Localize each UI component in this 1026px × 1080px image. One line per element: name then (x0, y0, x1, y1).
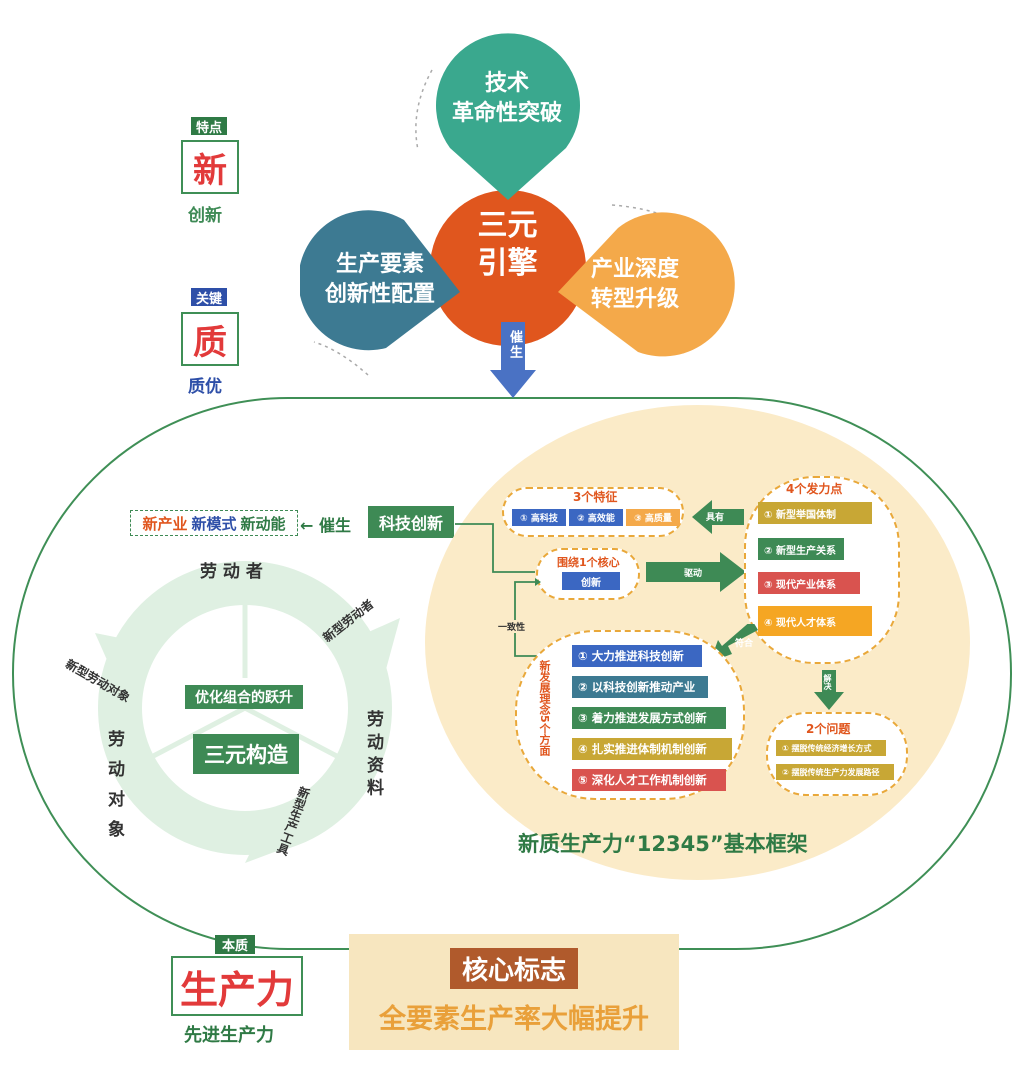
feature-gaokeji: ① 高科技 (512, 509, 566, 526)
engine-right-petal: 产业深度 转型升级 (565, 250, 705, 320)
output-xindongneng: 新动能 (240, 514, 286, 533)
benzhi-tag: 本质 (215, 935, 255, 954)
aspect-1: ① 大力推进科技创新 (572, 645, 702, 667)
engine-right-line2: 转型升级 (590, 287, 679, 312)
aspect-3: ③ 着力推进发展方式创新 (572, 707, 726, 729)
xianjin-shengchanli-label: 先进生产力 (184, 1025, 274, 1046)
yizhixing-label: 一致性 (498, 620, 526, 633)
engine-top-line2: 革命性突破 (451, 101, 562, 126)
point-rencai-tixi: ④ 现代人才体系 (758, 606, 872, 636)
youhua-zuhe-box: 优化组合的跃升 (185, 685, 303, 709)
qudong-label: 驱动 (684, 569, 703, 579)
five-aspects-side-label: 新发展理念5个方面 (538, 660, 551, 756)
guanjian-tag: 关键 (191, 288, 227, 307)
engine-left-petal: 生产要素 创新性配置 (310, 245, 450, 315)
sanyuan-gouzao-box: 三元构造 (193, 734, 299, 774)
jiejue-label: 解决 (823, 674, 832, 690)
labor-cycle-graphic (95, 561, 400, 863)
engine-center-line2: 引擎 (477, 246, 538, 281)
zhiyou-label: 质优 (188, 377, 222, 397)
laodong-ziliao-label: 劳 动 资 料 (363, 710, 383, 796)
engine-graphic (300, 33, 735, 376)
engine-center: 三元 引擎 (450, 205, 565, 285)
engine-left-line2: 创新性配置 (324, 282, 435, 307)
point-chanye-tixi: ③ 现代产业体系 (758, 572, 860, 594)
core-mark-panel: 核心标志 全要素生产率大幅提升 (349, 934, 679, 1050)
jiejue-arrow (814, 670, 844, 710)
cuisheng-down-arrow (490, 322, 536, 398)
aspect-5: ⑤ 深化人才工作机制创新 (572, 769, 726, 791)
engine-center-line1: 三元 (477, 208, 538, 243)
laodong-duixiang-text: 劳 动 对 象 (108, 730, 125, 840)
point-juguo-tizhi: ① 新型举国体制 (758, 502, 872, 524)
engine-top-petal: 技术 革命性突破 (432, 64, 582, 134)
chuangxin-label: 创新 (188, 206, 222, 226)
feature-gaoxiaoneng: ② 高效能 (569, 509, 623, 526)
core-chuangxin: 创新 (562, 572, 620, 590)
cuisheng-arrow-label: 催生 (507, 330, 522, 360)
three-features-title: 3个特征 (573, 490, 618, 504)
shengchanli-char: 生产力 (171, 956, 303, 1016)
juyou-label: 具有 (706, 513, 725, 523)
laodong-duixiang-label: 劳 动 对 象 (108, 725, 188, 845)
juyou-arrow (692, 500, 744, 534)
engine-top-line1: 技术 (484, 71, 529, 96)
core-title: 围绕1个核心 (557, 556, 620, 569)
cuisheng-label: ← 催生 (300, 516, 351, 535)
engine-right-line1: 产业深度 (590, 257, 679, 282)
aspect-4: ④ 扎实推进体制机制创新 (572, 738, 732, 760)
problem-1: ① 摆脱传统经济增长方式 (776, 740, 886, 756)
problem-2: ② 摆脱传统生产力发展路径 (776, 764, 894, 780)
fuhe-label: 符合 (735, 639, 754, 649)
outputs-box: 新产业 新模式 新动能 (130, 510, 298, 536)
engine-left-line1: 生产要素 (335, 252, 424, 277)
qudong-arrow (646, 552, 746, 592)
two-problems-title: 2个问题 (806, 722, 851, 736)
four-points-title: 4个发力点 (786, 482, 843, 496)
point-shengchan-guanxi: ② 新型生产关系 (758, 538, 844, 560)
laodongzhe-label: 劳 动 者 (200, 562, 263, 582)
tedian-tag: 特点 (191, 117, 227, 136)
xin-char: 新 (181, 140, 239, 194)
kejichuangxin-box: 科技创新 (368, 506, 454, 538)
aspect-2: ② 以科技创新推动产业 (572, 676, 708, 698)
zhi-char: 质 (181, 312, 239, 366)
core-mark-title: 核心标志 (449, 948, 578, 989)
core-mark-subtitle: 全要素生产率大幅提升 (379, 1004, 649, 1035)
output-xinmoshi: 新模式 (191, 514, 237, 533)
output-xinchanye: 新产业 (142, 514, 188, 533)
feature-gaozhiliang: ③ 高质量 (626, 509, 680, 526)
framework-title: 新质生产力“12345”基本框架 (518, 832, 808, 856)
fuhe-arrow (710, 624, 758, 662)
